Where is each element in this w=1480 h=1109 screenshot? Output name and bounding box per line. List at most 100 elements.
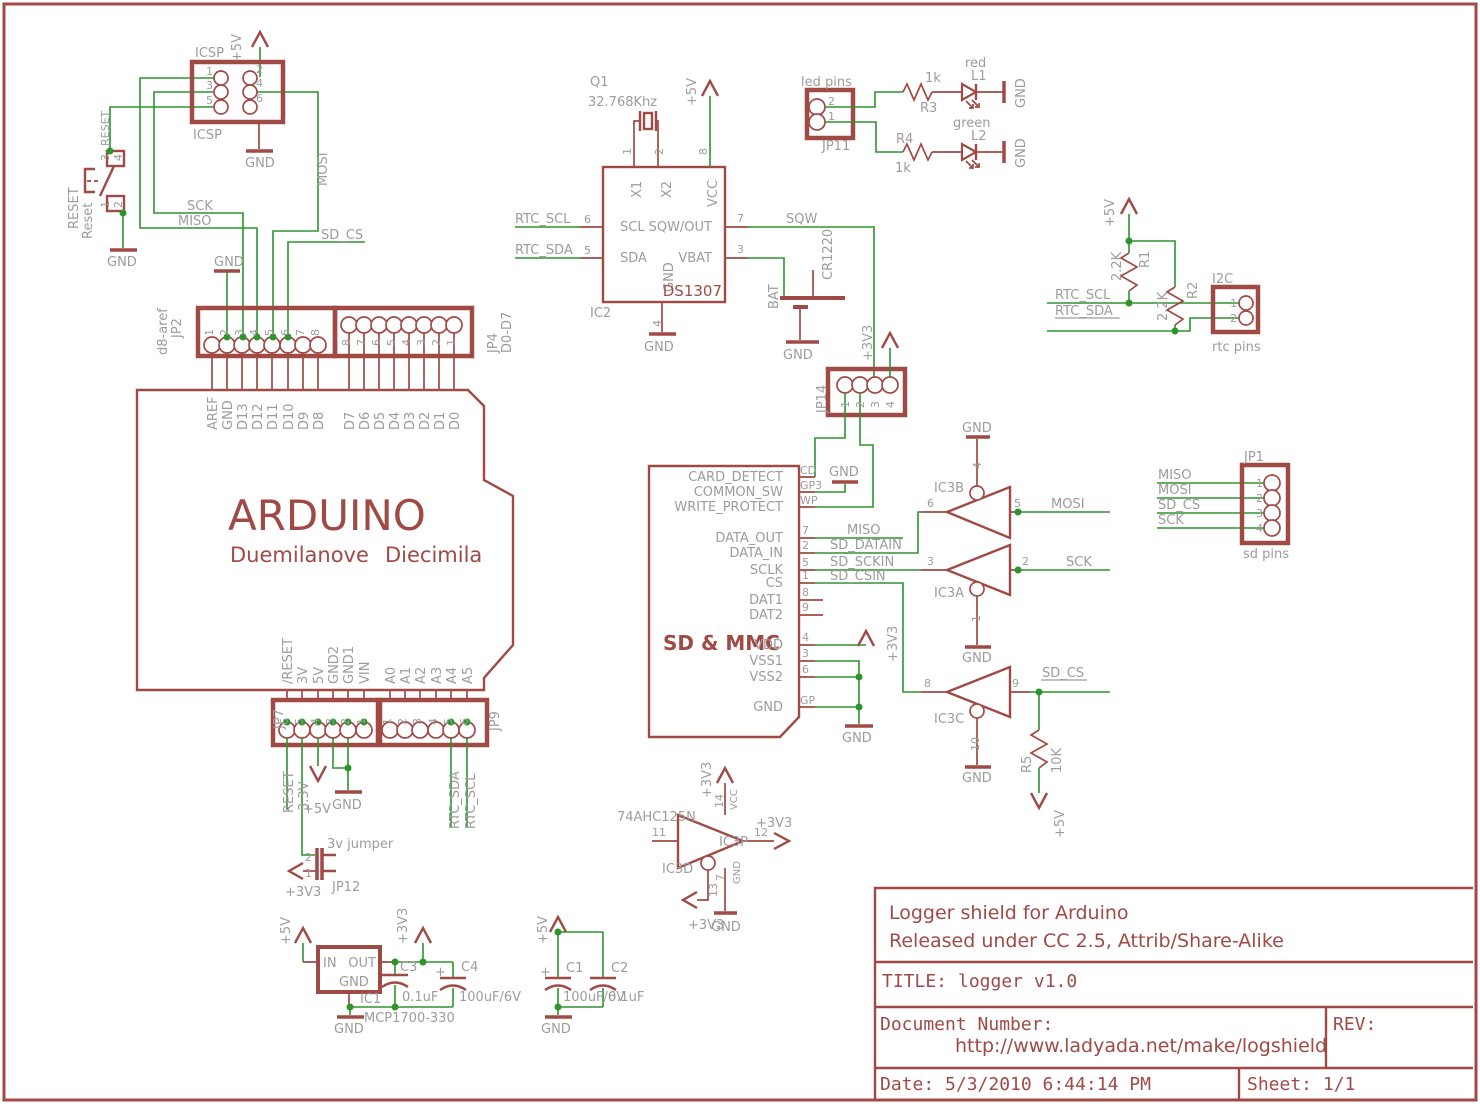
svg-text:+3V3: +3V3 [688, 918, 724, 933]
svg-text:JP2: JP2 [170, 318, 185, 339]
svg-text:6: 6 [278, 718, 291, 725]
svg-text:rtc pins: rtc pins [1212, 340, 1261, 355]
svg-text:1: 1 [445, 339, 458, 346]
svg-text:6: 6 [458, 718, 471, 725]
svg-text:4: 4 [256, 77, 263, 90]
svg-text:0.1uF: 0.1uF [608, 990, 644, 1005]
svg-text:A5: A5 [461, 667, 476, 684]
title-block-lines [873, 886, 1473, 1100]
svg-text:VCC: VCC [729, 789, 740, 810]
svg-text:BAT: BAT [767, 284, 782, 309]
svg-text:SDA: SDA [620, 251, 647, 266]
svg-text:2: 2 [802, 539, 809, 552]
svg-text:GND: GND [644, 340, 674, 355]
svg-text:R5: R5 [1020, 756, 1035, 773]
svg-text:GND: GND [332, 798, 362, 813]
svg-text:A2: A2 [414, 667, 429, 684]
svg-text:GP: GP [800, 694, 816, 707]
svg-text:14: 14 [713, 794, 726, 808]
svg-text:2.2K: 2.2K [1156, 291, 1171, 321]
sd-outline [647, 464, 801, 739]
svg-text:2: 2 [256, 63, 263, 76]
title-block: Logger shield for Arduino Released under… [873, 886, 1473, 1100]
svg-text:1k: 1k [925, 71, 941, 86]
svg-text:Reset: Reset [81, 203, 96, 239]
svg-text:COMMON_SW: COMMON_SW [694, 485, 783, 500]
svg-text:+5V: +5V [303, 802, 331, 817]
svg-text:8: 8 [802, 586, 809, 599]
svg-text:1: 1 [839, 401, 852, 408]
svg-text:10: 10 [969, 737, 982, 751]
svg-text:3: 3 [869, 401, 882, 408]
doc-title: Logger shield for Arduino [889, 902, 1129, 924]
svg-text:GND1: GND1 [342, 646, 357, 684]
svg-text:1: 1 [621, 148, 634, 155]
svg-text:3.3V: 3.3V [297, 781, 312, 811]
svg-text:GND: GND [732, 861, 743, 884]
sheet-number: Sheet: 1/1 [1247, 1074, 1355, 1095]
jp14-header: JP14 1 2 3 4 +3V3 [814, 325, 908, 508]
svg-text:GND: GND [962, 651, 992, 666]
svg-text:7: 7 [737, 212, 744, 225]
svg-text:RTC_SDA: RTC_SDA [1055, 304, 1113, 319]
ic1-box [316, 945, 382, 994]
plus3v3-arrow-icon [715, 765, 735, 784]
svg-text:RTC_SCL: RTC_SCL [515, 212, 571, 227]
svg-text:A4: A4 [445, 667, 460, 684]
icsp-wires [109, 47, 365, 337]
svg-text:32.768Khz: 32.768Khz [588, 95, 657, 110]
svg-text:+3V3: +3V3 [861, 325, 876, 361]
svg-text:+3V3: +3V3 [396, 908, 411, 944]
svg-text:GND: GND [662, 262, 677, 292]
icsp-box [189, 59, 286, 125]
svg-text:IC3D: IC3D [662, 862, 693, 877]
svg-text:1: 1 [970, 615, 983, 622]
resistor-r1-icon [1119, 252, 1139, 292]
svg-text:5: 5 [442, 718, 455, 725]
svg-text:3: 3 [99, 154, 112, 161]
svg-text:1: 1 [203, 329, 216, 336]
svg-text:9: 9 [802, 601, 809, 614]
svg-text:0.1uF: 0.1uF [402, 990, 438, 1005]
svg-text:R4: R4 [896, 132, 913, 147]
svg-text:MCP1700-330: MCP1700-330 [364, 1011, 455, 1026]
svg-text:JP1: JP1 [1243, 450, 1264, 465]
svg-text:SCK: SCK [187, 199, 213, 214]
svg-text:IC1: IC1 [360, 992, 381, 1007]
svg-text:5: 5 [1014, 497, 1021, 510]
svg-text:IN: IN [323, 956, 337, 971]
svg-text:GND: GND [829, 465, 859, 480]
svg-text:/RESET: /RESET [281, 638, 296, 684]
svg-text:+3V3: +3V3 [700, 762, 715, 798]
svg-text:8: 8 [924, 677, 931, 690]
svg-text:5: 5 [802, 556, 809, 569]
svg-text:VDD: VDD [754, 638, 783, 653]
svg-text:8: 8 [340, 339, 353, 346]
svg-text:SD_CS: SD_CS [1158, 498, 1200, 513]
svg-text:6: 6 [584, 213, 591, 226]
svg-text:OUT: OUT [348, 956, 376, 971]
svg-text:6: 6 [370, 339, 383, 346]
svg-text:GND: GND [214, 255, 244, 270]
svg-text:DAT1: DAT1 [749, 593, 783, 608]
svg-text:1: 1 [828, 110, 835, 123]
led-pins: led pins JP11 2 1 1k R3 red L1 GND R4 1k… [801, 56, 1029, 176]
svg-text:2: 2 [653, 148, 666, 155]
svg-text:+5V: +5V [1103, 199, 1118, 227]
jp9-header: JP9 1 2 3 4 5 6 RTC_SDA RTC_SCL [377, 697, 503, 829]
svg-text:+5V: +5V [536, 916, 551, 944]
spi-net-labels: SCK MISO MOSI SD_CS GND [178, 152, 363, 273]
plus3v3-arrow-icon [680, 890, 698, 910]
svg-text:2: 2 [1022, 555, 1029, 568]
svg-text:D8: D8 [312, 412, 327, 430]
svg-text:IC3P: IC3P [719, 835, 748, 850]
svg-text:GND: GND [541, 1022, 571, 1037]
capacitor-c2-icon [589, 976, 617, 992]
svg-text:3: 3 [206, 79, 213, 92]
svg-text:4: 4 [400, 339, 413, 346]
jp2-header: d8-aref JP2 1 2 3 4 5 6 7 8 AREF GND D13… [156, 305, 338, 430]
svg-text:100uF/6V: 100uF/6V [459, 990, 521, 1005]
svg-text:3: 3 [324, 718, 337, 725]
rtc-ds1307: Q1 32.768Khz +5V 1 2 8 X1 X2 VCC RTC_SCL… [515, 75, 875, 378]
svg-text:4: 4 [971, 462, 984, 469]
